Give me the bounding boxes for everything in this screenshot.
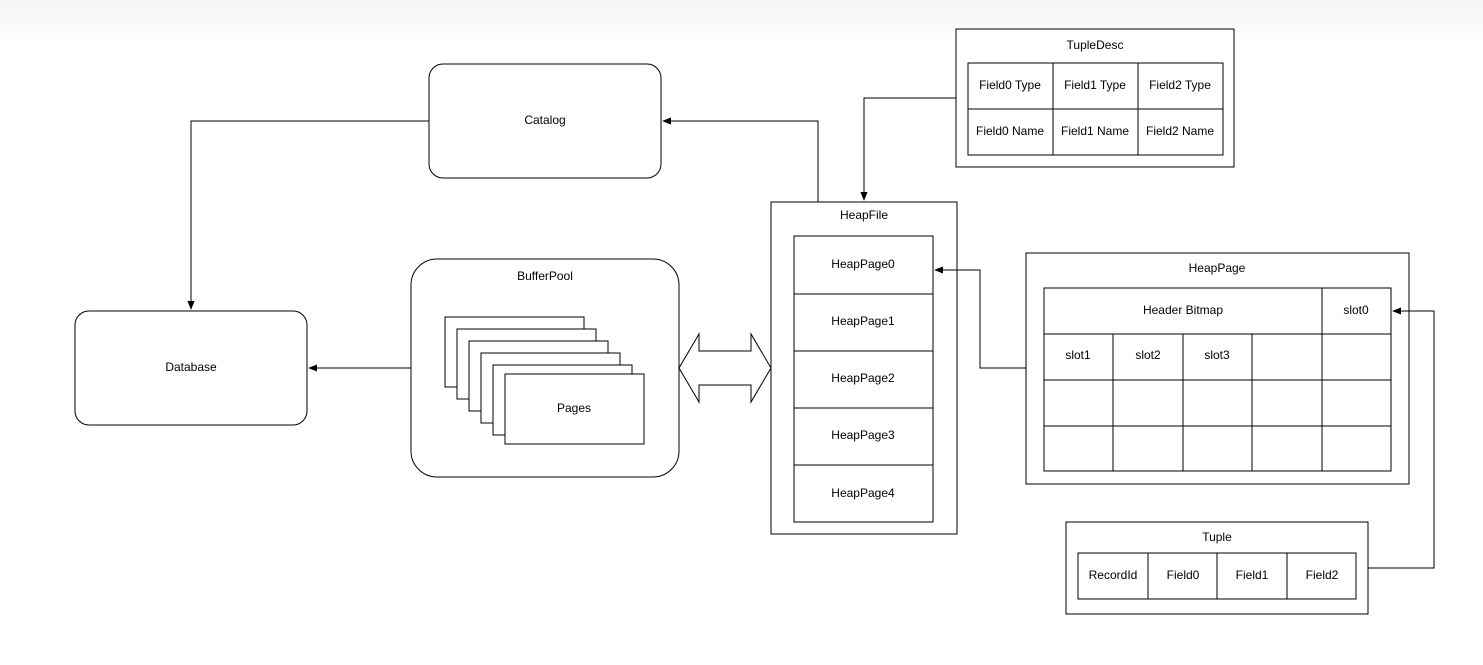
- slot2-cell: slot2: [1135, 348, 1161, 362]
- record-id-cell: RecordId: [1089, 568, 1138, 582]
- slot0-cell: slot0: [1343, 303, 1369, 317]
- page-stack: [444, 316, 645, 445]
- heapfile-to-catalog-arrow: [662, 117, 819, 202]
- heap-page-node[interactable]: HeapPage Header Bitmap slot0 slot1 slot2…: [1025, 252, 1410, 485]
- database-node[interactable]: Database: [74, 310, 308, 426]
- field1-type-cell: Field1 Type: [1064, 78, 1126, 92]
- slot3-cell: slot3: [1204, 348, 1230, 362]
- tuple-desc-node[interactable]: TupleDesc Field0 Type Field1 Type Field2…: [955, 28, 1235, 168]
- heap-file-node[interactable]: HeapFile HeapPage0 HeapPage1 HeapPage2 H…: [770, 201, 958, 535]
- heap-page0-cell: HeapPage0: [831, 257, 895, 271]
- database-label: Database: [165, 360, 217, 374]
- buffer-pool-node[interactable]: BufferPool Pages: [410, 258, 680, 478]
- tuple-node[interactable]: Tuple RecordId Field0 Field1 Field2: [1065, 521, 1369, 615]
- heap-page4-cell: HeapPage4: [831, 486, 895, 500]
- tuple-title: Tuple: [1202, 530, 1232, 544]
- tuple-field0-cell: Field0: [1167, 568, 1200, 582]
- heap-file-title: HeapFile: [840, 208, 888, 222]
- heap-page-title: HeapPage: [1189, 261, 1246, 275]
- tuple-to-slot0-arrow: [1368, 307, 1435, 569]
- catalog-node[interactable]: Catalog: [428, 63, 662, 179]
- header-bitmap-cell: Header Bitmap: [1143, 303, 1223, 317]
- tuple-desc-title: TupleDesc: [1067, 38, 1124, 52]
- heap-page1-cell: HeapPage1: [831, 314, 895, 328]
- slot1-cell: slot1: [1065, 348, 1091, 362]
- pages-label: Pages: [557, 401, 591, 415]
- bufferpool-heapfile-double-arrow: [678, 332, 772, 404]
- catalog-to-database-arrow: [187, 120, 429, 310]
- field2-name-cell: Field2 Name: [1146, 124, 1214, 138]
- heap-page3-cell: HeapPage3: [831, 428, 895, 442]
- heappage-to-heapfile-arrow: [934, 266, 1026, 369]
- buffer-pool-title: BufferPool: [517, 269, 573, 283]
- field0-type-cell: Field0 Type: [979, 78, 1041, 92]
- tuple-field1-cell: Field1: [1236, 568, 1269, 582]
- tupledesc-to-heapfile-arrow: [860, 97, 956, 201]
- heap-page2-cell: HeapPage2: [831, 371, 895, 385]
- heap-file-pages-column: [793, 235, 934, 523]
- field2-type-cell: Field2 Type: [1149, 78, 1211, 92]
- catalog-label: Catalog: [524, 113, 565, 127]
- field1-name-cell: Field1 Name: [1061, 124, 1129, 138]
- tuple-field2-cell: Field2: [1306, 568, 1339, 582]
- field0-name-cell: Field0 Name: [976, 124, 1044, 138]
